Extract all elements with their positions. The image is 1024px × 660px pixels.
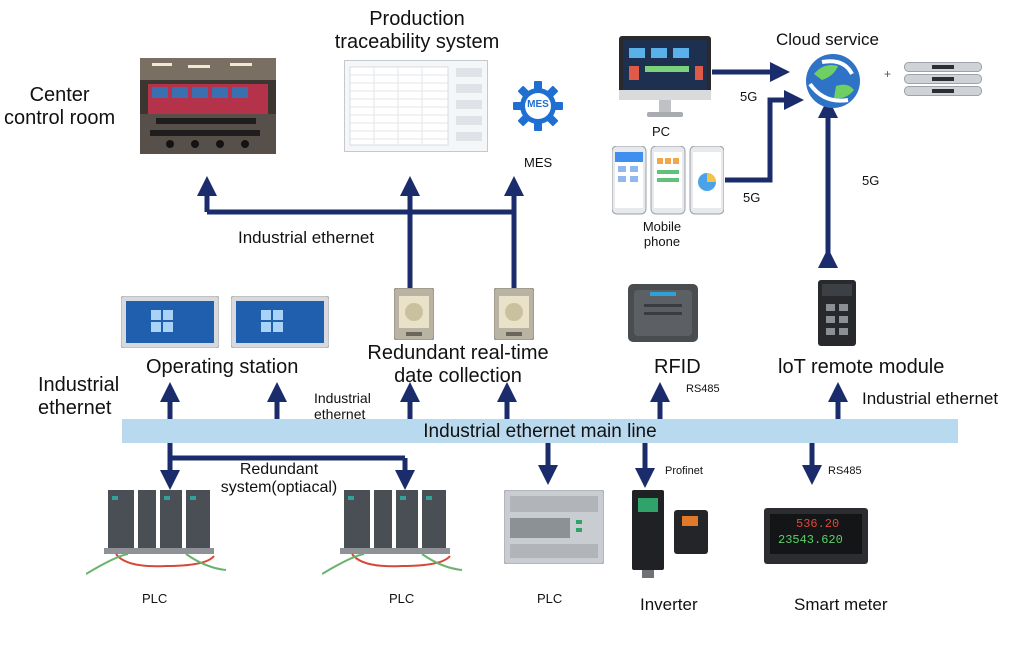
operating-station-screen-2 [230, 295, 330, 353]
mobile-phone-label: Mobile phone [642, 219, 682, 249]
center-control-room-label: Center control room [4, 84, 116, 129]
meter-readout-top: 536.20 [796, 517, 840, 531]
operating-station-label: Operating station [146, 356, 299, 378]
redundant-bus [167, 443, 405, 461]
redundant-collection-label: Redundant real-time date collection [367, 342, 549, 387]
mobile-phones-image [611, 145, 725, 221]
plc-label-2: PLC [389, 591, 415, 606]
inverter-label: Inverter [640, 595, 698, 614]
plc-rack-1 [85, 486, 227, 583]
production-traceability-label: Production traceability system [334, 8, 500, 53]
rfid-protocol-label: RS485 [686, 383, 720, 395]
inverter-image [630, 488, 710, 585]
plc-rack-2 [321, 486, 463, 583]
plus-sign: + [884, 67, 892, 81]
industrial-ethernet-left-label: Industrial ethernet [38, 374, 120, 419]
iot-module-image [818, 280, 856, 351]
control-room-image [140, 58, 276, 159]
plc-label-1: PLC [142, 591, 168, 606]
5g-label-pc: 5G [740, 89, 758, 104]
industrial-ethernet-right-label: Industrial ethernet [862, 389, 999, 408]
smart-meter-label: Smart meter [794, 595, 888, 614]
pc-monitor-image [619, 36, 711, 125]
rfid-reader-image [628, 284, 698, 347]
mes-gear-icon: MES [512, 80, 564, 132]
profinet-label: Profinet [665, 465, 703, 477]
mes-label: MES [524, 155, 553, 170]
industrial-ethernet-mid-label: Industrial ethernet [314, 390, 371, 423]
iot-module-label: loT remote module [778, 356, 945, 378]
main-line-bar: Industrial ethernet main line [122, 419, 958, 443]
data-collector-2 [493, 287, 535, 345]
server-storage-image [904, 62, 982, 101]
smart-meter-image: 536.20 23543.620 [764, 508, 868, 564]
5g-label-phone: 5G [743, 190, 761, 205]
operating-station-screen-1 [120, 295, 220, 353]
main-line-label: Industrial ethernet main line [423, 421, 657, 442]
plc-compact-image [503, 489, 605, 569]
rfid-label: RFID [654, 356, 701, 378]
5g-label-iot: 5G [862, 173, 880, 188]
traceability-screen-image [344, 60, 488, 157]
cloud-service-label: Cloud service [776, 30, 879, 49]
redundant-system-label: Redundant system(optiacal) [220, 461, 338, 497]
meter-readout-bottom: 23543.620 [778, 533, 843, 547]
industrial-ethernet-top-label: Industrial ethernet [238, 228, 375, 247]
mes-badge-text: MES [527, 99, 549, 110]
meter-protocol-label: RS485 [828, 465, 862, 477]
plc-label-3: PLC [537, 591, 563, 606]
data-collector-1 [393, 287, 435, 345]
cloud-globe-icon [804, 52, 862, 115]
phone-to-cloud [725, 90, 804, 183]
pc-label: PC [652, 124, 671, 139]
